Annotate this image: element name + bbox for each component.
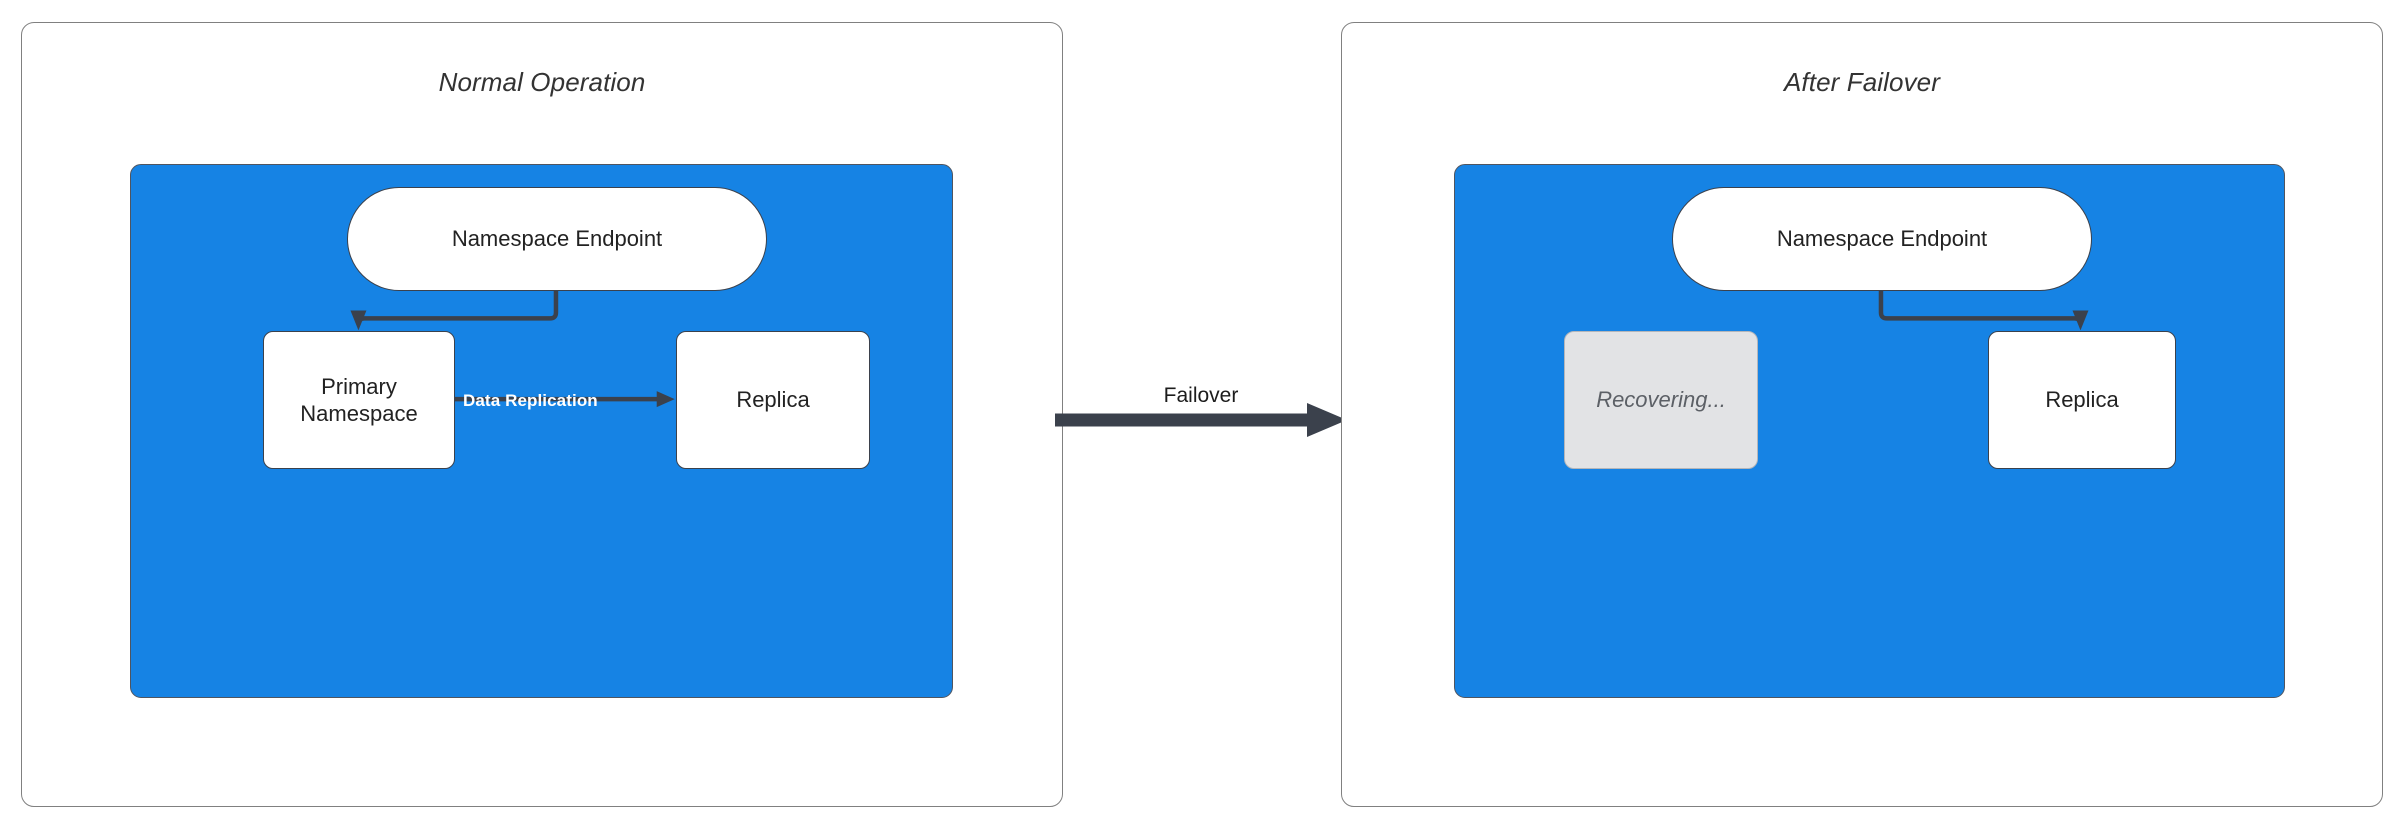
edge-endpoint-to-primary-path — [356, 288, 559, 325]
node-recovering: Recovering... — [1564, 331, 1758, 469]
arrowhead-primary-to-replica — [656, 391, 675, 408]
edge-label-data-replication: Data Replication — [463, 391, 598, 410]
node-primary-namespace-line1: Primary — [321, 373, 397, 399]
failover-transition-arrow — [1055, 403, 1347, 437]
panel-after-failover: After Failover Namespace Endpoint Recove… — [1341, 22, 2383, 807]
edge-endpoint-to-replica-path — [1878, 288, 2083, 325]
panel-normal-operation: Normal Operation Namespace Endpoint Prim… — [21, 22, 1063, 807]
node-replica-failover[interactable]: Replica — [1988, 331, 2176, 469]
panel-title-normal-operation: Normal Operation — [438, 67, 646, 97]
node-primary-namespace[interactable]: Primary Namespace — [263, 331, 455, 469]
node-namespace-endpoint-failover[interactable]: Namespace Endpoint — [1672, 187, 2092, 291]
node-primary-namespace-line2: Namespace — [300, 401, 418, 426]
node-namespace-endpoint-normal[interactable]: Namespace Endpoint — [347, 187, 767, 291]
panel-title-after-failover: After Failover — [1783, 67, 1940, 97]
blue-region-normal-operation: Namespace Endpoint Primary Namespace Rep… — [130, 164, 953, 698]
failover-transition-label: Failover — [1163, 384, 1239, 407]
failover-arrowhead — [1307, 403, 1347, 437]
arrowhead-endpoint-to-primary — [350, 310, 367, 331]
arrowhead-endpoint-to-replica — [2072, 310, 2089, 331]
node-replica-normal[interactable]: Replica — [676, 331, 870, 469]
blue-region-after-failover: Namespace Endpoint Recovering... Replica — [1454, 164, 2285, 698]
node-primary-namespace-text: Primary Namespace — [300, 373, 417, 428]
